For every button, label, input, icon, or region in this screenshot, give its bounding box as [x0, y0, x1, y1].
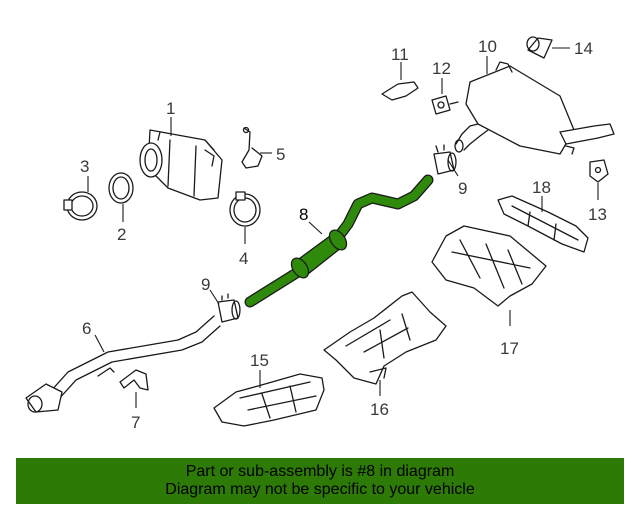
info-banner: Part or sub-assembly is #8 in diagram Di… — [16, 458, 624, 504]
label-1: 1 — [166, 99, 175, 118]
label-4: 4 — [239, 249, 248, 268]
label-16: 16 — [370, 400, 389, 419]
part-8-center-pipe-highlighted[interactable] — [244, 174, 434, 308]
part-17-heat-shield[interactable] — [431, 225, 547, 307]
label-6: 6 — [82, 319, 91, 338]
label-18: 18 — [532, 178, 551, 197]
banner-line-2: Diagram may not be specific to your vehi… — [165, 481, 475, 498]
label-11: 11 — [391, 45, 409, 64]
label-15: 15 — [250, 351, 269, 370]
label-3: 3 — [80, 157, 89, 176]
label-7: 7 — [131, 413, 140, 432]
part-2-gasket-ring[interactable] — [108, 172, 134, 204]
part-13-hanger-clip[interactable] — [589, 159, 609, 183]
part-6-front-pipe[interactable] — [25, 315, 221, 413]
label-9a: 9 — [201, 275, 210, 294]
label-12: 12 — [432, 59, 451, 78]
label-14: 14 — [574, 39, 593, 58]
part-16-heat-shield[interactable] — [323, 291, 447, 385]
part-14-tail-pipe-tip[interactable] — [526, 36, 553, 59]
part-7-bracket[interactable] — [119, 369, 149, 391]
label-2: 2 — [117, 225, 126, 244]
label-8: 8 — [299, 205, 308, 224]
part-11-bracket[interactable] — [381, 81, 419, 101]
label-5: 5 — [276, 145, 285, 164]
part-9-clamp-lower[interactable] — [217, 293, 241, 323]
label-13: 13 — [588, 205, 607, 224]
part-3-clamp[interactable] — [63, 191, 98, 221]
label-10: 10 — [478, 37, 497, 56]
part-1-catalytic-converter[interactable] — [139, 129, 223, 201]
part-9-clamp-upper[interactable] — [433, 144, 457, 175]
leader-9b — [447, 159, 459, 177]
leader-8 — [308, 221, 323, 235]
leader-9a — [209, 289, 220, 305]
banner-line-1: Part or sub-assembly is #8 in diagram — [185, 463, 455, 480]
part-10-rear-muffler[interactable] — [454, 61, 615, 155]
part-15-heat-shield[interactable] — [213, 373, 325, 427]
part-18-heat-shield[interactable] — [497, 195, 589, 253]
label-17: 17 — [500, 339, 519, 358]
part-12-hanger[interactable] — [431, 95, 459, 115]
part-5-bracket[interactable] — [241, 126, 263, 169]
leader-6 — [94, 334, 105, 353]
label-9b: 9 — [458, 179, 467, 198]
part-4-clamp[interactable] — [229, 191, 261, 227]
